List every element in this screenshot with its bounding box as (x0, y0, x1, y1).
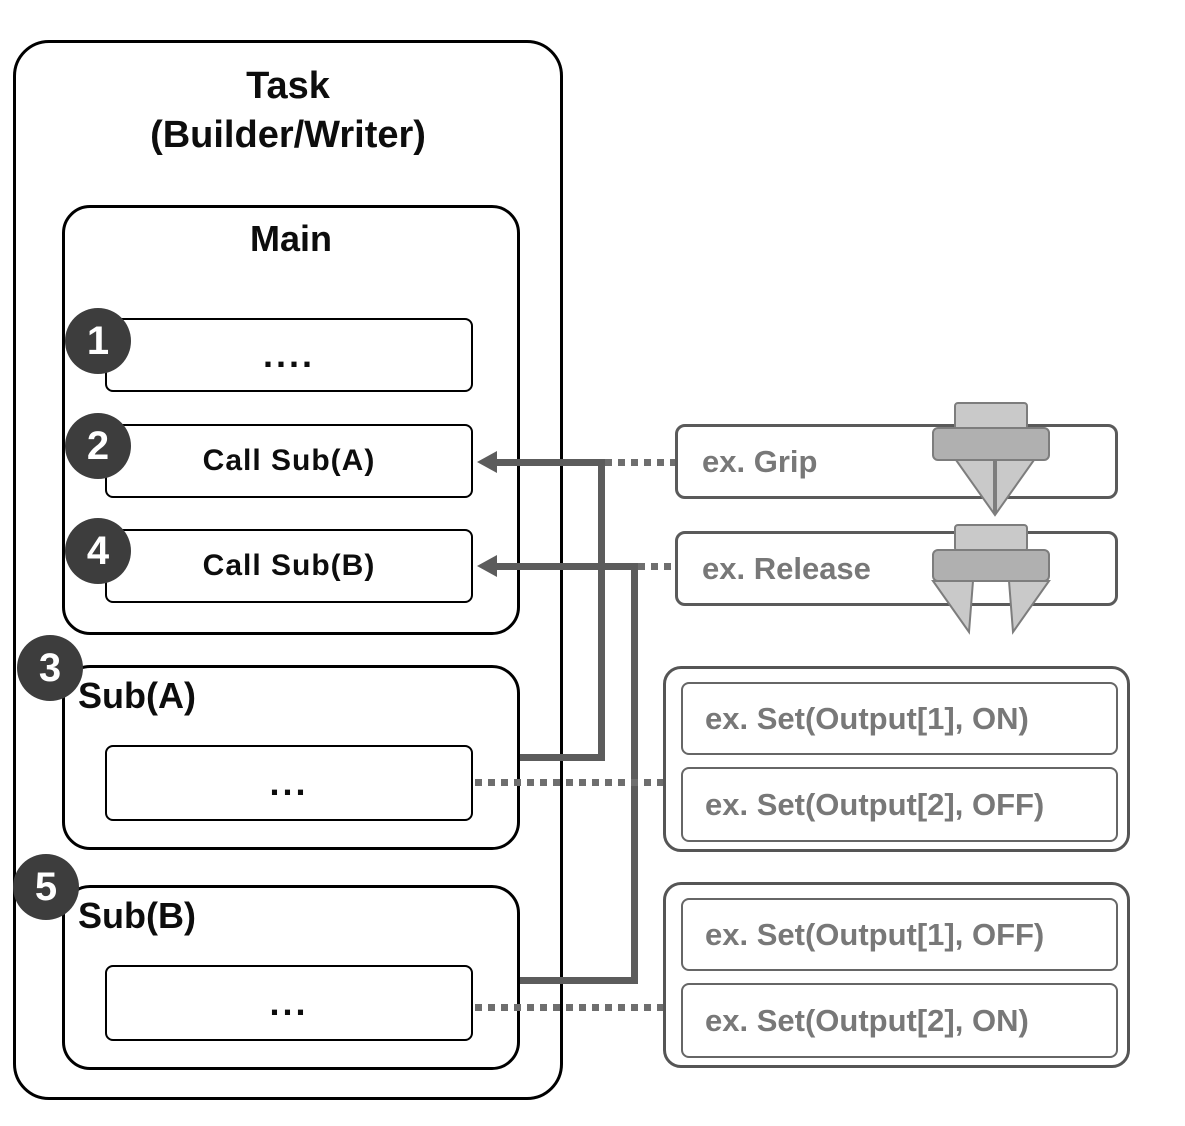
connector-a-vertical (598, 459, 605, 761)
step-badge-2: 2 (65, 413, 131, 479)
sub-b-container (62, 885, 520, 1070)
gripper-open-icon (931, 524, 1051, 635)
dotted-link-sub-b (475, 1004, 663, 1011)
connector-b-arrowhead (477, 555, 497, 577)
main-step-box-1: .... (105, 318, 473, 392)
step-badge-4: 4 (65, 518, 131, 584)
set-item-b1-label: ex. Set(Output[1], OFF) (705, 916, 1045, 952)
set-item-a1-label: ex. Set(Output[1], ON) (705, 700, 1029, 736)
example-label-release: ex. Release (702, 550, 871, 586)
set-item-a2: ex. Set(Output[2], OFF) (681, 767, 1118, 842)
set-item-b2: ex. Set(Output[2], ON) (681, 983, 1118, 1058)
connector-a-horizontal-bottom (520, 754, 605, 761)
sub-a-container (62, 665, 520, 850)
gripper-closed-icon (932, 402, 1050, 517)
set-group-b: ex. Set(Output[1], OFF) ex. Set(Output[2… (663, 882, 1130, 1068)
task-title-line1: Task (246, 65, 330, 107)
sub-b-body-box: ... (105, 965, 473, 1041)
connector-a-horizontal-top (497, 459, 605, 466)
main-step-box-call-sub-b: Call Sub(B) (105, 529, 473, 603)
dotted-link-sub-a (475, 779, 663, 786)
set-item-a2-label: ex. Set(Output[2], OFF) (705, 786, 1045, 822)
example-box-grip: ex. Grip (675, 424, 1118, 499)
sub-b-title: Sub(B) (78, 895, 196, 936)
connector-b-vertical (631, 563, 638, 984)
example-label-grip: ex. Grip (702, 443, 818, 479)
set-group-a: ex. Set(Output[1], ON) ex. Set(Output[2]… (663, 666, 1130, 852)
dotted-link-release (638, 563, 675, 570)
main-container (62, 205, 520, 635)
sub-a-title: Sub(A) (78, 675, 196, 716)
step-badge-5: 5 (13, 854, 79, 920)
example-box-release: ex. Release (675, 531, 1118, 606)
dotted-link-grip (605, 459, 675, 466)
connector-b-horizontal-top (497, 563, 638, 570)
step-badge-1: 1 (65, 308, 131, 374)
set-item-a1: ex. Set(Output[1], ON) (681, 682, 1118, 755)
main-step-box-call-sub-a: Call Sub(A) (105, 424, 473, 498)
task-container (13, 40, 563, 1100)
connector-b-horizontal-bottom (520, 977, 638, 984)
task-title-line2: (Builder/Writer) (150, 114, 426, 156)
set-item-b1: ex. Set(Output[1], OFF) (681, 898, 1118, 971)
connector-a-arrowhead (477, 451, 497, 473)
task-title: Task (Builder/Writer) (13, 62, 563, 160)
step-badge-3: 3 (17, 635, 83, 701)
main-title: Main (249, 218, 332, 259)
sub-a-body-box: ... (105, 745, 473, 821)
set-item-b2-label: ex. Set(Output[2], ON) (705, 1002, 1029, 1038)
